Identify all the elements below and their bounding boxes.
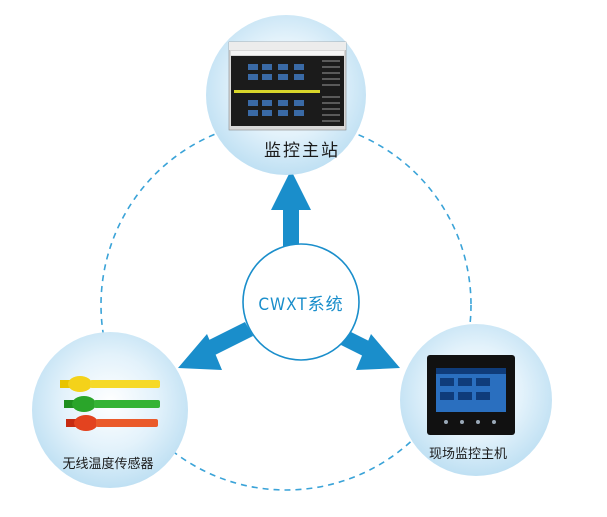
center-circle bbox=[242, 243, 360, 361]
sensor-image bbox=[60, 376, 160, 431]
wireless-sensor-label: 无线温度传感器 bbox=[62, 457, 154, 472]
node-wireless-sensor bbox=[32, 332, 188, 488]
center-system-label: CWXT系统 bbox=[258, 295, 344, 315]
onsite-host-label: 现场监控主机 bbox=[428, 447, 507, 462]
arrow-left bbox=[178, 322, 253, 370]
arrow-up bbox=[271, 170, 311, 252]
host-device-image bbox=[427, 355, 515, 435]
node-onsite-host bbox=[400, 324, 552, 476]
node-monitoring-station bbox=[206, 15, 366, 175]
monitoring-station-label: 监控主站 bbox=[264, 141, 340, 161]
monitor-screenshot-image bbox=[228, 41, 347, 131]
